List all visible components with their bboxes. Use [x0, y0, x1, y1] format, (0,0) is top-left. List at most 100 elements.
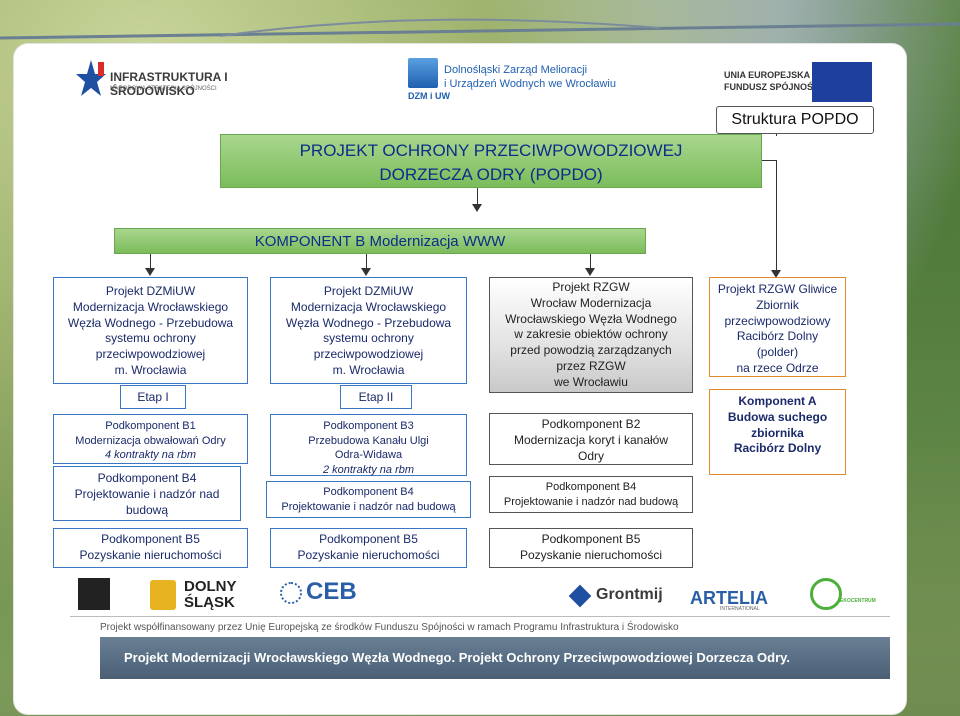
col4-komp-a-line: Budowa suchego [727, 409, 828, 424]
col3-header-line: przed powodzią zarządzanych [510, 343, 672, 358]
col2-b3-note: 2 kontrakty na rbm [322, 463, 415, 476]
poland-emblem-icon [78, 578, 110, 610]
main-title-line1: PROJEKT OCHRONY PRZECIWPOWODZIOWEJ [299, 141, 683, 160]
dzmiuw-abbr: DZM i UW [408, 91, 450, 101]
col4-header-line: Projekt RZGW Gliwice [717, 282, 838, 296]
arrow-down-icon [771, 270, 781, 278]
connector [590, 254, 591, 270]
col2-header-line: m. Wrocławia [332, 363, 405, 378]
main-title-line2: DORZECZA ODRY (POPDO) [379, 165, 603, 184]
col4-komp-a-line: Komponent A [738, 394, 817, 408]
col3-header: Projekt RZGW Wrocław Modernizacja Wrocła… [489, 277, 693, 393]
col1-b5-line: Pozyskanie nieruchomości [79, 547, 222, 562]
ceb-text: CEB [306, 578, 357, 605]
col1-b5-line: Podkomponent B5 [101, 532, 200, 546]
dzmiuw-line2: i Urządzeń Wodnych we Wrocławiu [444, 78, 616, 90]
col4-komp-a-line: zbiornika [751, 425, 804, 440]
connector [776, 160, 777, 272]
arrow-down-icon [361, 268, 371, 276]
grontmij-text: Grontmij [596, 586, 663, 603]
col1-header-line: Modernizacja Wrocławskiego [72, 299, 229, 314]
col2-b5: Podkomponent B5 Pozyskanie nieruchomości [270, 528, 467, 568]
col1-b4: Podkomponent B4 Projektowanie i nadzór n… [53, 466, 241, 521]
infra-subtitle: NARODOWA STRATEGIA SPÓJNOŚCI [110, 86, 217, 92]
col1-header-line: systemu ochrony [105, 331, 196, 346]
struktura-label: Struktura POPDO [716, 106, 874, 134]
col3-b5-line: Podkomponent B5 [541, 532, 641, 546]
col2-header-line: systemu ochrony [323, 331, 414, 346]
connector [762, 160, 776, 161]
ceb-stars-icon [280, 582, 302, 604]
col4-header-line: na rzece Odrze [736, 361, 819, 376]
arrow-down-icon [145, 268, 155, 276]
col4-header: Projekt RZGW Gliwice Zbiornik przeciwpow… [709, 277, 846, 377]
col3-header-line: w zakresie obiektów ochrony [514, 327, 668, 342]
eu-line1: UNIA EUROPEJSKA [724, 70, 811, 80]
col1-header: Projekt DZMiUW Modernizacja Wrocławskieg… [53, 277, 248, 384]
dzmiuw-line1: Dolnośląski Zarząd Melioracji [444, 64, 588, 76]
col4-header-line: (polder) [756, 345, 799, 360]
col3-header-line: przez RZGW [556, 359, 626, 374]
ekocentrum-icon [810, 578, 842, 610]
col4-header-line: przeciwpowodziowy [724, 313, 831, 328]
slask-text: ŚLĄSK [184, 594, 235, 611]
col4-komponent-a: Komponent A Budowa suchego zbiornika Rac… [709, 389, 846, 475]
col1-b4-line: Projektowanie i nadzór nad [74, 486, 220, 501]
col3-b4: Podkomponent B4 Projektowanie i nadzór n… [489, 476, 693, 513]
divider [70, 616, 890, 617]
col3-b2-line: Modernizacja koryt i kanałów [513, 432, 669, 447]
col1-etap: Etap I [120, 385, 186, 409]
col3-header-line: Wrocławskiego Węzła Wodnego [505, 311, 677, 326]
col2-b3-line: Odra-Widawa [334, 449, 403, 462]
arrow-down-icon [472, 204, 482, 212]
col3-header-bg [489, 277, 693, 393]
main-title: PROJEKT OCHRONY PRZECIWPOWODZIOWEJ DORZE… [220, 134, 762, 188]
infra-title: INFRASTRUKTURA I ŚRODOWISKO [110, 70, 228, 98]
col2-b4: Podkomponent B4 Projektowanie i nadzór n… [266, 481, 471, 518]
col1-header-line: przeciwpowodziowej [95, 347, 206, 362]
bridge-illustration [0, 18, 960, 40]
arrow-down-icon [585, 268, 595, 276]
eu-flag-icon [812, 62, 872, 102]
col4-komp-a-line: Racibórz Dolny [733, 441, 822, 456]
eu-logo: UNIA EUROPEJSKA FUNDUSZ SPÓJNOŚCI [724, 62, 874, 104]
col2-header-line: Projekt DZMiUW [323, 284, 414, 298]
col2-b5-line: Pozyskanie nieruchomości [297, 547, 440, 562]
ekocentrum-logo: EKOCENTRUM [810, 578, 880, 612]
dzmiuw-logo: DZM i UW Dolnośląski Zarząd Melioracji i… [408, 58, 668, 106]
col3-b4-line: Podkomponent B4 [545, 481, 637, 493]
eagle-icon [150, 580, 176, 610]
col4-header-line: Racibórz Dolny [736, 329, 819, 344]
col2-etap: Etap II [340, 385, 412, 409]
ceb-logo: CEB [280, 578, 360, 612]
col1-header-line: Węzła Wodnego - Przebudowa [67, 315, 234, 330]
grontmij-logo: Grontmij [568, 584, 672, 608]
ekocentrum-text: EKOCENTRUM [840, 598, 876, 604]
grontmij-icon [568, 584, 592, 608]
col2-header-line: Modernizacja Wrocławskiego [290, 299, 447, 314]
col1-b1: Podkomponent B1 Modernizacja obwałowań O… [53, 414, 248, 464]
dolny-text: DOLNY [184, 578, 237, 595]
col3-b2: Podkomponent B2 Modernizacja koryt i kan… [489, 413, 693, 465]
cofund-text: Projekt współfinansowany przez Unię Euro… [100, 622, 679, 633]
wave-icon [408, 58, 438, 88]
col3-b5: Podkomponent B5 Pozyskanie nieruchomości [489, 528, 693, 568]
col3-b2-line: Odry [577, 448, 604, 463]
eu-line2: FUNDUSZ SPÓJNOŚCI [724, 82, 823, 92]
col1-b1-line: Podkomponent B1 [105, 420, 196, 432]
col1-b4-line: budową [125, 502, 169, 517]
connector [477, 188, 478, 204]
col3-header-line: we Wrocławiu [554, 374, 628, 389]
col3-header-line: Wrocław Modernizacja [530, 295, 652, 310]
col2-header: Projekt DZMiUW Modernizacja Wrocławskieg… [270, 277, 467, 384]
col1-b1-note: 4 kontrakty na rbm [104, 449, 197, 462]
artelia-text: ARTELIA [690, 588, 768, 608]
col2-b5-line: Podkomponent B5 [319, 532, 418, 546]
col2-b4-line: Podkomponent B4 [323, 486, 414, 498]
col1-b4-line: Podkomponent B4 [97, 471, 197, 485]
dolny-slask-logo: DOLNY ŚLĄSK [150, 578, 260, 612]
col1-header-line: m. Wrocławia [114, 363, 187, 378]
artelia-sub: INTERNATIONAL [720, 606, 760, 612]
col2-b3-line: Przebudowa Kanału Ulgi [308, 434, 429, 447]
col1-b1-line: Modernizacja obwałowań Odry [75, 434, 226, 447]
